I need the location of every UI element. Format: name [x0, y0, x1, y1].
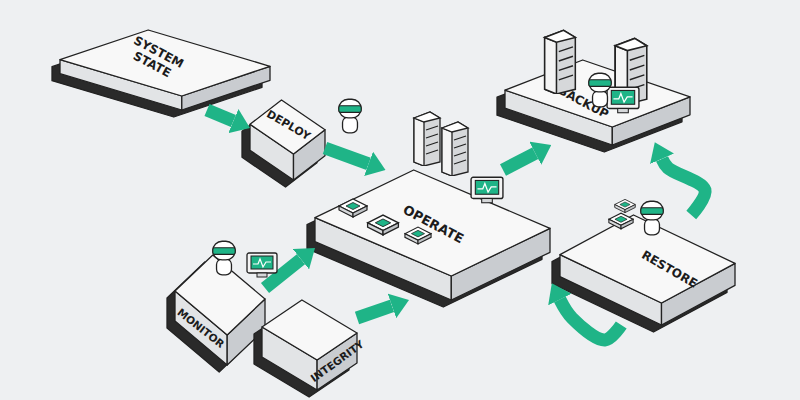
process-block: INTEGRITY	[262, 300, 357, 390]
device-icon	[405, 227, 431, 244]
isometric-block	[560, 215, 735, 325]
monitor-screen	[471, 177, 503, 203]
process-block: MONITOR	[175, 255, 265, 365]
server-tower	[414, 112, 440, 166]
isometric-block	[315, 170, 550, 300]
block-top	[505, 60, 690, 127]
flow-arrow	[662, 159, 705, 215]
block-top	[315, 170, 550, 276]
flow-arrow	[207, 110, 233, 121]
process-block: OPERATE	[315, 170, 550, 300]
process-block: SYSTEM STATE	[60, 30, 270, 110]
robot-figure	[589, 73, 611, 107]
server-tower	[545, 30, 576, 94]
flow-arrow	[357, 306, 392, 318]
flow-arrow	[560, 299, 621, 340]
block-top	[250, 100, 325, 154]
device-icon	[368, 215, 399, 235]
flow-arrow	[325, 148, 369, 164]
flow-arrow	[503, 153, 535, 170]
monitor-screen	[247, 253, 277, 277]
device-icon	[339, 199, 367, 217]
server-tower	[615, 38, 647, 104]
robot-figure	[641, 201, 663, 235]
process-block: BACKUP	[505, 60, 690, 145]
server-tower	[442, 122, 468, 176]
package-box	[615, 199, 636, 212]
block-top	[60, 30, 270, 96]
process-block: DEPLOY	[250, 100, 325, 180]
robot-figure	[339, 99, 361, 133]
process-block: RESTORE	[560, 215, 735, 325]
monitor-screen	[607, 87, 639, 113]
package-box	[609, 213, 633, 229]
block-top	[560, 215, 735, 303]
isometric-block	[250, 100, 325, 180]
robot-figure	[213, 241, 235, 275]
flow-arrow	[265, 259, 301, 288]
